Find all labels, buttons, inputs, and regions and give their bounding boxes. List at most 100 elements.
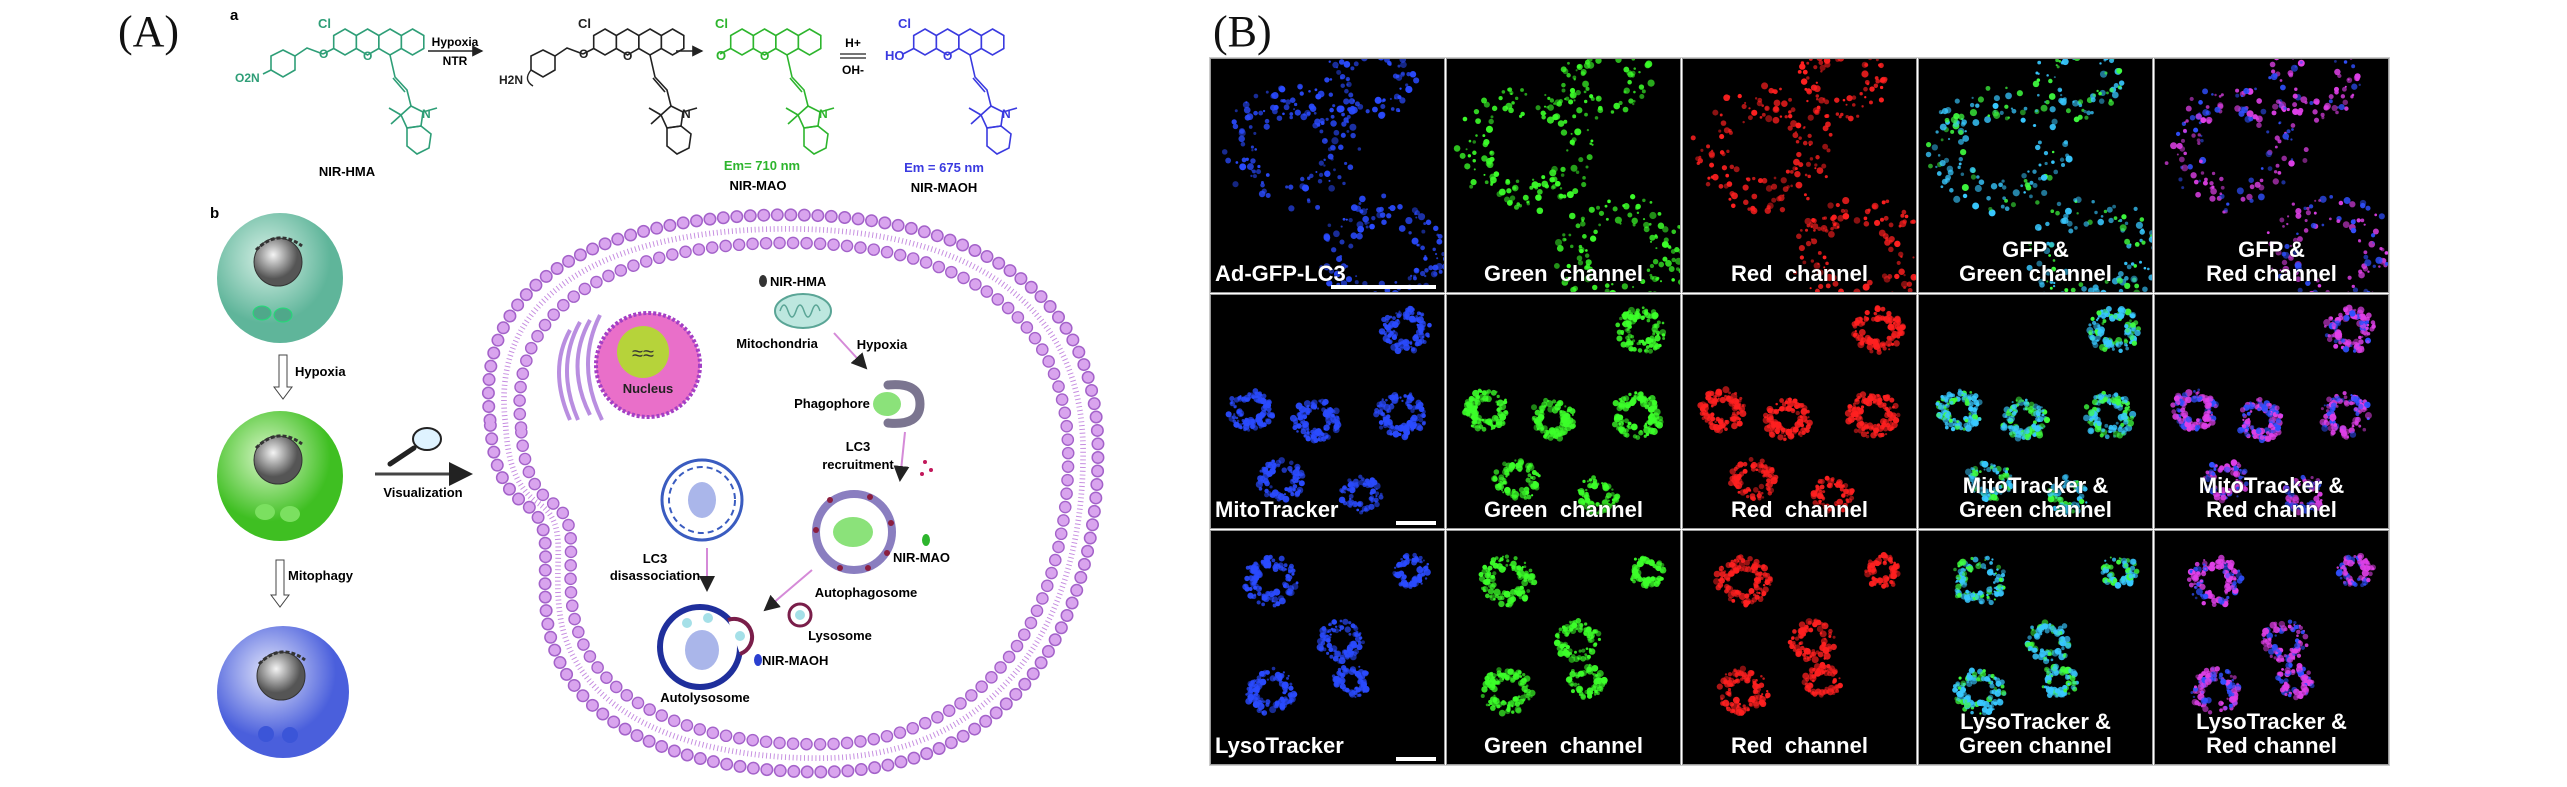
fluorescence-signal <box>1461 306 1667 516</box>
micrograph-r3-c5: LysoTracker &Red channel <box>2154 530 2389 765</box>
svg-text:Cl: Cl <box>898 16 911 31</box>
micrograph-label: MitoTracker &Green channel <box>1919 474 2152 522</box>
micrograph-label-line: Red channel <box>1731 261 1868 286</box>
fluorescence-signal <box>1713 551 1901 716</box>
lc3-dots <box>920 460 933 476</box>
micrograph-r3-c1: LysoTracker <box>1210 530 1445 765</box>
micrograph-label-line: Green channel <box>1484 497 1643 522</box>
micrograph-label-line: LysoTracker <box>1215 733 1344 758</box>
phagophore: Phagophore <box>794 380 925 428</box>
micrograph-label: MitoTracker <box>1215 498 1444 522</box>
fluorescence-signal <box>2186 552 2377 715</box>
cell-membrane <box>481 208 1105 779</box>
svg-text:O: O <box>943 49 952 63</box>
svg-text:Mitophagy: Mitophagy <box>288 568 354 583</box>
panel-a-diagram: a Cl O O N O2N NIR-HMA Hypoxia NTR Cl O … <box>210 7 1105 779</box>
micrograph-r1-c4: GFP &Green channel <box>1918 58 2153 293</box>
micrograph-r1-c2: Green channel <box>1446 58 1681 293</box>
svg-text:HO: HO <box>885 48 905 63</box>
hypoxia-pathway-label: Hypoxia <box>857 337 908 352</box>
svg-text:Visualization: Visualization <box>383 485 462 500</box>
svg-text:Lysosome: Lysosome <box>808 628 872 643</box>
molecule-nir-maoh: Cl HO O N <box>885 16 1018 155</box>
cell-hypoxia <box>217 411 343 541</box>
lysosome: Lysosome <box>787 602 872 643</box>
micrograph-r1-c5: GFP &Red channel <box>2154 58 2389 293</box>
svg-text:N: N <box>1002 107 1011 121</box>
micrograph-label-line: Green channel <box>1959 497 2112 522</box>
lc3-dissociated-vesicle <box>660 458 744 542</box>
scale-bar <box>1396 757 1436 761</box>
svg-text:O: O <box>716 48 726 63</box>
micrograph-label-line: Green channel <box>1484 261 1643 286</box>
svg-text:NIR-HMA: NIR-HMA <box>770 274 827 289</box>
fluorescence-signal <box>2170 304 2376 516</box>
svg-text:H2N: H2N <box>499 73 523 87</box>
magnifier-icon <box>387 427 442 467</box>
micrograph-label: Ad-GFP-LC3 <box>1215 262 1444 286</box>
molecule-intermediate: Cl O O N H2N <box>499 16 698 155</box>
micrograph-r2-c2: Green channel <box>1446 294 1681 529</box>
micrograph-label-line: Red channel <box>1731 733 1868 758</box>
micrograph-label: Green channel <box>1447 262 1680 286</box>
micrograph-label-line: GFP & <box>2002 237 2069 262</box>
scale-bar <box>1331 285 1436 289</box>
svg-text:O: O <box>363 49 372 63</box>
micrograph-r2-c4: MitoTracker &Green channel <box>1918 294 2153 529</box>
svg-text:O: O <box>579 47 588 61</box>
equilibrium-arrow: H+ OH- <box>840 36 866 77</box>
micrograph-r1-c1: Ad-GFP-LC3 <box>1210 58 1445 293</box>
compound-name-nir-mao: NIR-MAO <box>729 178 786 193</box>
svg-text:Hypoxia: Hypoxia <box>295 364 346 379</box>
svg-text:O: O <box>623 49 632 63</box>
micrograph-label: LysoTracker &Green channel <box>1919 710 2152 758</box>
micrograph-r2-c5: MitoTracker &Red channel <box>2154 294 2389 529</box>
svg-text:Phagophore: Phagophore <box>794 396 870 411</box>
fluorescence-signal <box>1935 305 2142 516</box>
panel-a-label: (A) <box>118 7 180 56</box>
reaction-arrow-hypoxia: Hypoxia NTR <box>428 35 484 68</box>
fluorescence-signal <box>1690 59 1916 292</box>
probe-nir-maoh: NIR-MAOH <box>754 653 828 668</box>
micrograph-label: Red channel <box>1683 262 1916 286</box>
mitochondrion: Mitochondria <box>736 293 832 351</box>
panel-b-label: (B) <box>1213 7 1272 56</box>
svg-text:NTR: NTR <box>443 54 468 68</box>
micrograph-label-line: Red channel <box>2206 497 2337 522</box>
svg-text:Mitochondria: Mitochondria <box>736 336 818 351</box>
svg-text:N: N <box>819 107 828 121</box>
fluorescence-signal <box>1697 304 1906 514</box>
svg-text:O: O <box>319 47 328 61</box>
svg-text:Cl: Cl <box>715 16 728 31</box>
subpanel-a-label: a <box>230 7 239 24</box>
fluorescence-signal <box>1478 554 1667 717</box>
svg-text:H+: H+ <box>845 36 861 50</box>
svg-text:Nucleus: Nucleus <box>623 381 674 396</box>
micrograph-label-line: GFP & <box>2238 237 2305 262</box>
lc3-recruitment-label-2: recruitment <box>822 457 894 472</box>
molecule-nir-mao: Cl O O N <box>715 16 835 155</box>
scale-bar <box>1396 521 1436 525</box>
fusion-arrow <box>763 569 813 612</box>
svg-text:Cl: Cl <box>318 16 331 31</box>
micrograph-r2-c1: MitoTracker <box>1210 294 1445 529</box>
micrograph-label-line: Red channel <box>2206 261 2337 286</box>
svg-text:Cl: Cl <box>578 16 591 31</box>
micrograph-label-line: Green channel <box>1959 261 2112 286</box>
micrograph-r3-c4: LysoTracker &Green channel <box>1918 530 2153 765</box>
compound-name-nir-maoh: NIR-MAOH <box>911 180 977 195</box>
micrograph-label-line: LysoTracker & <box>2196 709 2347 734</box>
golgi <box>557 314 604 421</box>
micrograph-r3-c2: Green channel <box>1446 530 1681 765</box>
micrograph-label: LysoTracker <box>1215 734 1444 758</box>
micrograph-label: Green channel <box>1447 734 1680 758</box>
fluorescence-signal <box>1952 555 2140 716</box>
micrograph-label-line: MitoTracker <box>1215 497 1339 522</box>
micrograph-label: LysoTracker &Red channel <box>2155 710 2388 758</box>
micrograph-label-line: MitoTracker & <box>1962 473 2109 498</box>
svg-text:Autolysosome: Autolysosome <box>660 690 750 705</box>
visualization-arrow: Visualization <box>375 427 473 500</box>
lc3-recruitment-label-1: LC3 <box>846 439 871 454</box>
recruitment-arrow <box>893 431 910 482</box>
